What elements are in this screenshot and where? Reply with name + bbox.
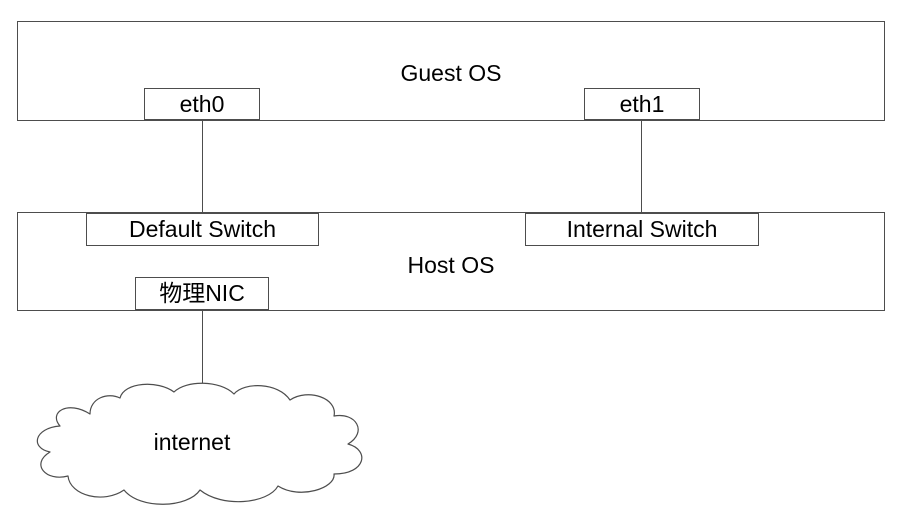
guest-os-label: Guest OS bbox=[400, 60, 502, 86]
eth0-port: eth0 bbox=[144, 88, 260, 120]
eth1-port: eth1 bbox=[584, 88, 700, 120]
guest-os-box: Guest OS bbox=[17, 21, 885, 121]
eth1-to-internal-switch-line bbox=[641, 120, 642, 213]
nic-to-internet-line bbox=[202, 310, 203, 392]
host-os-label: Host OS bbox=[407, 252, 495, 278]
internal-switch: Internal Switch bbox=[525, 213, 759, 246]
default-switch: Default Switch bbox=[86, 213, 319, 246]
internet-label: internet bbox=[153, 429, 231, 455]
eth0-to-default-switch-line bbox=[202, 120, 203, 213]
physical-nic: 物理NIC bbox=[135, 277, 269, 310]
internet-cloud-icon bbox=[36, 382, 363, 505]
